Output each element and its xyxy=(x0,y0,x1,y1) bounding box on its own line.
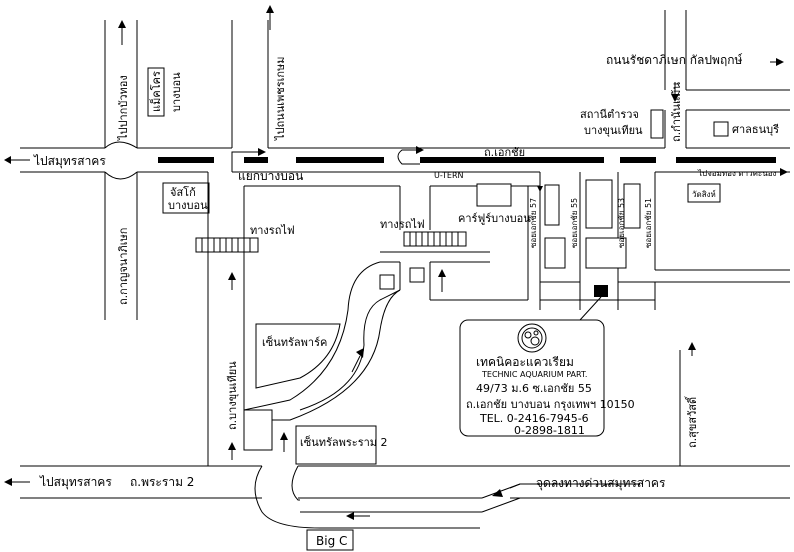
label-bang-bon-junction: แยกบางบอน xyxy=(238,169,303,183)
aquarium-name-th: เทคนิคอะแควเรียม xyxy=(476,355,574,369)
railway-left xyxy=(195,237,259,253)
road-ratchada xyxy=(664,10,790,148)
label-ekachai-road: ถ.เอกชัย xyxy=(484,146,525,159)
railway-right xyxy=(403,231,467,247)
label-jusco: จัสโก้ xyxy=(170,185,196,199)
label-wat-sing: วัดสิงห์ xyxy=(692,189,716,199)
label-expressway-exit: จุดลงทางด่วนสมุทรสาคร xyxy=(536,476,666,491)
aquarium-tel-1: TEL. 0-2416-7945-6 xyxy=(479,412,589,425)
label-soi-57: ซอยเอกชัย 57 xyxy=(529,198,538,248)
label-makro: แม็คโคร xyxy=(149,71,163,112)
central-rama2-box xyxy=(295,425,377,465)
label-soi-53: ซอยเอกชัย 53 xyxy=(617,198,626,248)
label-to-samut-sakhon-bottom: ไปสมุทรสาคร xyxy=(39,475,112,490)
road-sukhumvit xyxy=(679,342,696,466)
label-to-samut-sakhon-top: ไปสมุทรสาคร xyxy=(33,154,106,169)
thonburi-pavilion-box xyxy=(713,121,729,137)
label-railway-left: ทางรถไฟ xyxy=(250,224,295,237)
label-soi-51: ซอยเอกชัย 51 xyxy=(644,198,653,248)
jusco-box xyxy=(162,182,210,214)
aquarium-address-2: ถ.เอกชัย บางบอน กรุงเทพฯ 10150 xyxy=(466,398,635,411)
soi-block-1 xyxy=(544,184,560,226)
label-central-rama2: เซ็นทรัลพระราม 2 xyxy=(300,435,388,449)
police-station-box xyxy=(650,109,664,139)
road-phet-kasem xyxy=(231,5,274,148)
carrefour-box xyxy=(476,183,512,207)
arrow-left-icon xyxy=(4,156,30,164)
aquarium-name-en: TECHNIC AQUARIUM PART. xyxy=(481,370,587,379)
label-to-pak-bang-bua-thong: ไปปากบัวทอง xyxy=(117,75,130,141)
road-rama2 xyxy=(4,465,790,529)
label-jusco-branch: บางบอน xyxy=(168,199,208,212)
label-kamnan-maen: ถ.กำนันแม้น xyxy=(670,82,683,142)
wat-sing-box xyxy=(687,183,721,203)
label-police-station-2: บางขุนเทียน xyxy=(584,124,643,137)
big-c-box xyxy=(306,529,354,551)
label-to-phet-kasem: ไปถนนเพชรเกษม xyxy=(274,56,287,141)
aquarium-location-marker xyxy=(594,285,608,297)
makro-box xyxy=(147,67,165,117)
label-railway-right: ทางรถไฟ xyxy=(380,218,425,231)
label-u-turn: U-TERN xyxy=(434,171,464,180)
aquarium-tel-2: 0-2898-1811 xyxy=(514,424,585,437)
label-kanchanaphisek: ถ.กาญจนาภิเษก xyxy=(117,228,130,305)
junction-arrow xyxy=(231,151,260,172)
road-bang-khun-thian xyxy=(207,172,401,466)
label-police-station-1: สถานีตำรวจ xyxy=(580,108,639,121)
label-big-c: Big C xyxy=(316,534,347,548)
label-bang-khun-thian-road: ถ.บางขุนเทียน xyxy=(226,361,239,430)
aquarium-address-1: 49/73 ม.6 ซ.เอกชัย 55 xyxy=(476,382,592,395)
soi-roads xyxy=(480,172,790,310)
aquarium-info-box xyxy=(459,319,605,437)
block-small-bottom xyxy=(243,409,273,451)
label-central-park: เซ็นทรัลพาร์ค xyxy=(262,335,327,349)
label-rama2-road: ถ.พระราม 2 xyxy=(130,475,194,489)
u-turn-arrow xyxy=(397,146,424,165)
soi-block-2 xyxy=(544,237,566,269)
central-area-roads xyxy=(243,185,540,421)
label-soi-55: ซอยเอกชัย 55 xyxy=(570,198,579,248)
label-thonburi-pavilion: ศาลธนบุรี xyxy=(732,123,779,136)
soi-block-4 xyxy=(585,237,627,269)
label-to-chom-thong: ไปจอมทอง ดาวคะนอง xyxy=(697,169,776,178)
main-road-top xyxy=(20,141,790,180)
label-carrefour: คาร์ฟูร์บางบอน xyxy=(458,212,531,225)
soi-block-3 xyxy=(585,179,613,229)
soi-block-5 xyxy=(623,183,641,229)
label-sukhumvit: ถ.สุขสวัสดิ์ xyxy=(684,395,699,448)
label-ratchada: ถนนรัชดาภิเษก กัลปพฤกษ์ xyxy=(606,53,743,67)
road-kanchanaphisek xyxy=(104,20,138,320)
central-park-building xyxy=(255,323,341,389)
label-makro-branch: บางบอน xyxy=(170,72,183,112)
